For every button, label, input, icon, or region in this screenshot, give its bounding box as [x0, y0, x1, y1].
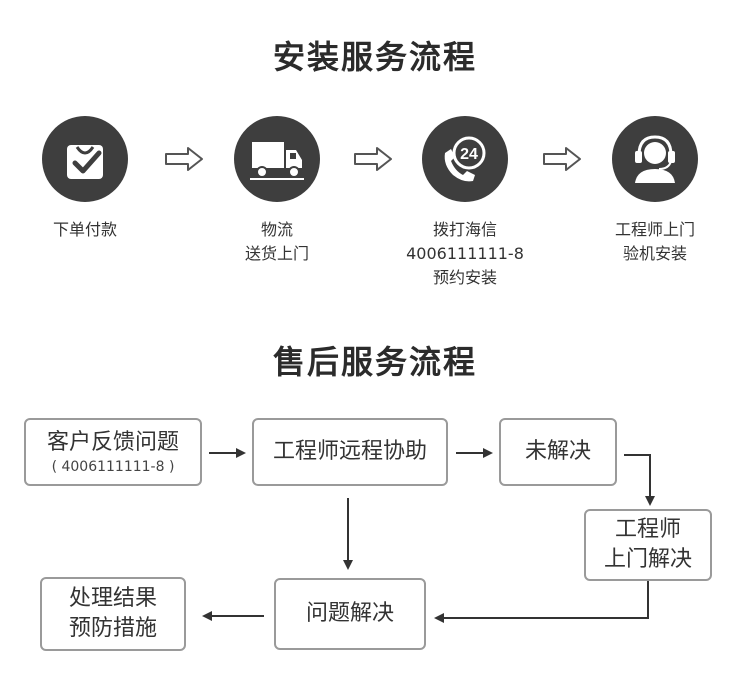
step-text: 工程师上门: [614, 220, 695, 239]
node-text: 工程师: [614, 517, 681, 542]
step-text: 验机安装: [622, 244, 687, 263]
step-logistics: 物流 送货上门: [192, 116, 362, 266]
connector-onsite-resolved: [434, 581, 649, 623]
step-label: 物流 送货上门: [192, 218, 362, 266]
node-text: 预防措施: [68, 616, 157, 641]
shopping-bag-check-icon: [67, 145, 103, 179]
step-call-hisense: 24 拨打海信 4006111111-8 预约安装: [380, 116, 550, 290]
step-order-payment: 下单付款: [0, 116, 170, 242]
delivery-truck-icon: [250, 142, 304, 180]
connector-unresolved-onsite: [624, 454, 655, 506]
node-problem-resolved: 问题解决: [274, 578, 426, 650]
step-text: 4006111111-8: [406, 244, 524, 263]
node-customer-feedback: 客户反馈问题 ( 4006111111-8 ): [24, 418, 202, 486]
arrow-right-icon: [165, 147, 203, 171]
step-text: 物流: [260, 220, 293, 239]
headset-engineer-icon: [635, 135, 675, 183]
node-subtext: ( 4006111111-8 ): [51, 459, 175, 475]
step-text: 拨打海信: [432, 220, 497, 239]
node-result-prevention: 处理结果 预防措施: [40, 577, 186, 651]
step-circle: [234, 116, 320, 202]
step-text: 预约安装: [432, 268, 497, 287]
arrow-right-icon: [543, 147, 581, 171]
step-label: 拨打海信 4006111111-8 预约安装: [380, 218, 550, 290]
svg-text:24: 24: [460, 146, 478, 163]
node-text: 工程师远程协助: [272, 439, 427, 464]
node-remote-assist: 工程师远程协助: [252, 418, 448, 486]
step-text: 下单付款: [52, 220, 117, 239]
node-unresolved: 未解决: [499, 418, 617, 486]
node-onsite-solve: 工程师 上门解决: [584, 509, 712, 581]
phone-24-icon: 24: [444, 136, 486, 182]
step-circle: [612, 116, 698, 202]
node-text: 未解决: [524, 439, 591, 464]
aftersales-title: 售后服务流程: [272, 343, 477, 381]
step-circle: [42, 116, 128, 202]
install-title: 安装服务流程: [272, 38, 477, 76]
step-label: 下单付款: [0, 218, 170, 242]
step-text: 送货上门: [244, 244, 309, 263]
step-circle: 24: [422, 116, 508, 202]
step-engineer-visit: 工程师上门 验机安装: [570, 116, 740, 266]
node-text: 上门解决: [603, 547, 692, 572]
arrow-right-icon: [354, 147, 392, 171]
step-label: 工程师上门 验机安装: [570, 218, 740, 266]
node-text: 问题解决: [305, 601, 394, 626]
node-text: 处理结果: [68, 586, 157, 611]
node-text: 客户反馈问题: [46, 430, 179, 455]
